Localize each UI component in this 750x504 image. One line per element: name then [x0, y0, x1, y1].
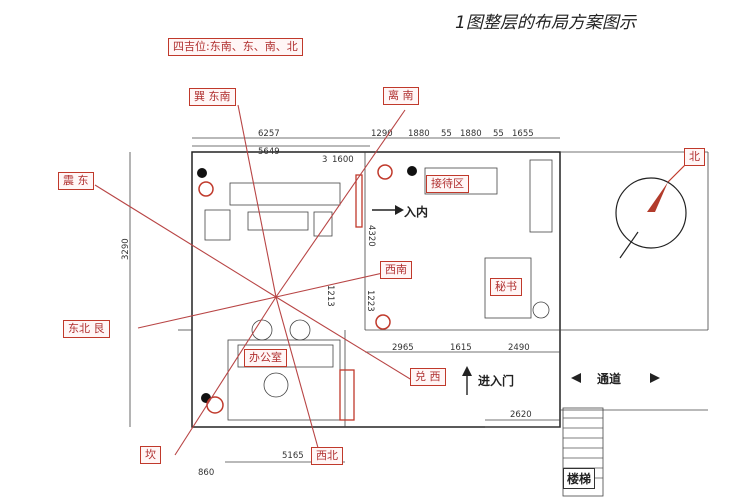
direction-rays [94, 104, 421, 456]
red-circle-3 [375, 314, 391, 330]
dim-1223: 1223 [365, 290, 375, 312]
tag-northeast: 东北 艮 [63, 320, 110, 338]
chair-b [289, 319, 311, 341]
cabinet-left [204, 209, 231, 241]
dim-2620: 2620 [510, 410, 532, 420]
compass-icon [615, 159, 691, 259]
dim-3: 3 [322, 155, 327, 165]
dim-55b: 55 [493, 129, 504, 139]
desk-top [229, 182, 341, 206]
marker-dot-2 [407, 166, 417, 176]
red-circle-4 [206, 396, 224, 414]
tag-office: 办公室 [244, 349, 287, 367]
dim-3290: 3290 [121, 238, 131, 260]
tag-south: 离 南 [383, 87, 419, 105]
dim-6257: 6257 [258, 129, 280, 139]
heading: 1图整层的布局方案图示 [455, 13, 638, 33]
inbound-arrow-icon [372, 205, 404, 215]
marker-dot-1 [197, 168, 207, 178]
red-circle-1 [198, 181, 214, 197]
dim-1655: 1655 [512, 129, 534, 139]
tag-east: 震 东 [58, 172, 94, 190]
tag-kan: 坎 [140, 446, 161, 464]
tag-north: 北 [684, 148, 705, 166]
tag-four-positions: 四吉位:东南、东、南、北 [168, 38, 303, 56]
dim-55a: 55 [441, 129, 452, 139]
label-main-entrance: 进入门 [478, 374, 515, 388]
stool [263, 372, 289, 398]
corridor-arrows-icon [571, 373, 660, 383]
entrance-arrow-icon [462, 366, 472, 395]
tag-secretary: 秘书 [490, 278, 522, 296]
cabinet-mid [247, 211, 309, 231]
red-partition-1 [355, 174, 363, 228]
label-stairs: 楼梯 [563, 468, 596, 489]
cabinet-tall [529, 159, 553, 233]
dim-5165: 5165 [282, 451, 304, 461]
dim-5649: 5649 [258, 147, 280, 157]
red-circle-2 [377, 164, 393, 180]
dim-4320: 4320 [366, 225, 376, 247]
dim-1600: 1600 [332, 155, 354, 165]
dim-2965: 2965 [392, 343, 414, 353]
dim-1880a: 1880 [408, 129, 430, 139]
dim-1290: 1290 [371, 129, 393, 139]
tag-reception: 接待区 [426, 175, 469, 193]
red-partition-2 [339, 369, 355, 421]
tag-southeast: 巽 东南 [189, 88, 236, 106]
tag-northwest: 西北 [311, 447, 343, 465]
tag-southwest: 西南 [380, 261, 412, 279]
secretary-desk [484, 257, 532, 319]
secretary-chair [532, 301, 550, 319]
dim-2490: 2490 [508, 343, 530, 353]
cabinet-right [313, 211, 333, 237]
label-entrance-in: 入内 [404, 205, 429, 219]
dim-1615: 1615 [450, 343, 472, 353]
dim-860: 860 [198, 468, 214, 478]
tag-west: 兑 西 [410, 368, 446, 386]
dim-1880b: 1880 [460, 129, 482, 139]
reception-counter [424, 167, 498, 195]
label-corridor: 通道 [597, 372, 622, 386]
dim-1213: 1213 [325, 285, 335, 307]
